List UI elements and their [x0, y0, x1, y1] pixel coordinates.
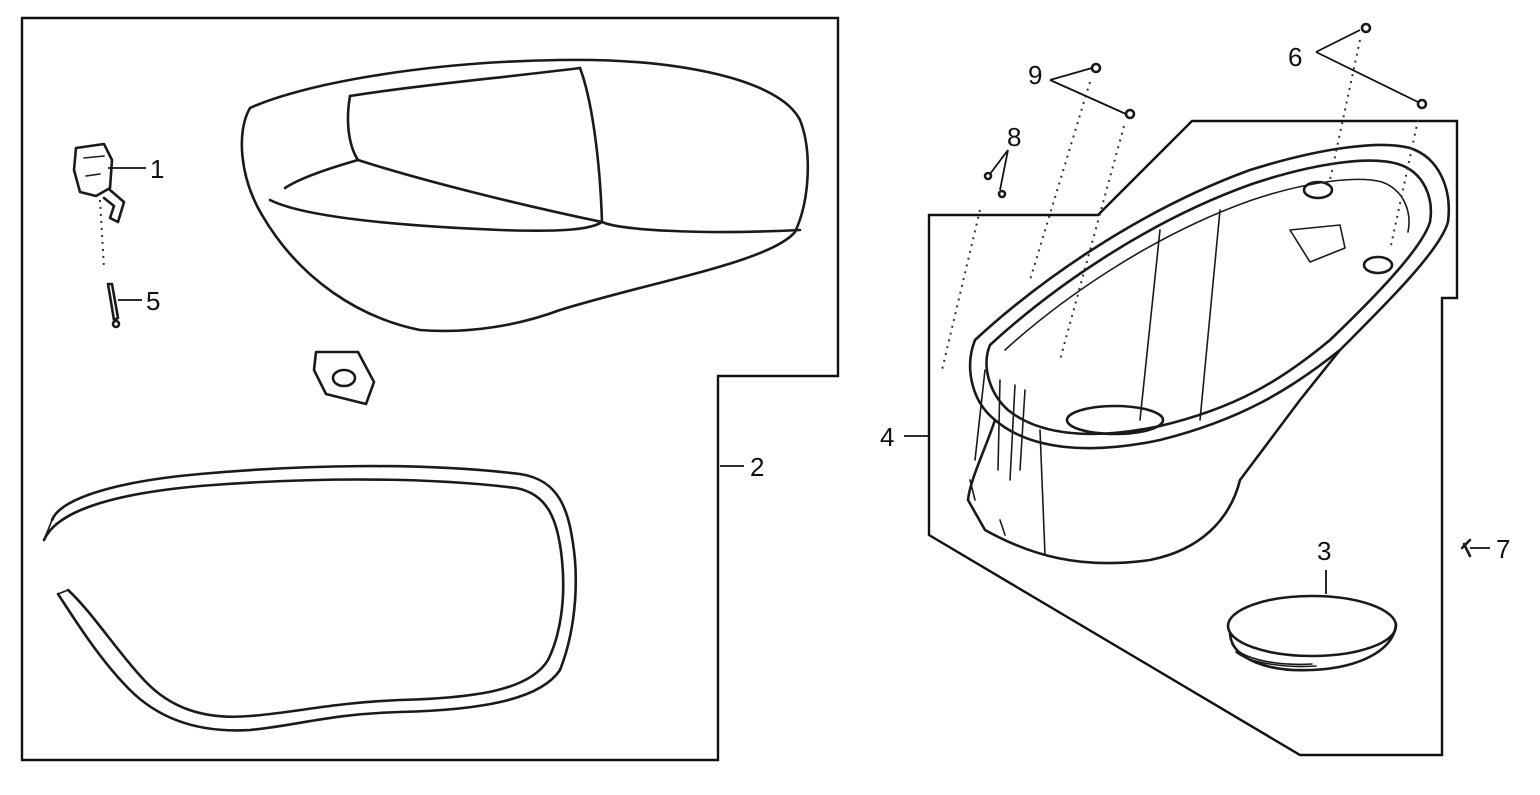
callout-2: 2 [750, 452, 764, 482]
seat-cushion [240, 58, 810, 333]
leader-6 [1315, 29, 1419, 103]
storage-box [966, 143, 1451, 565]
screw-6a [1329, 22, 1372, 181]
screw-8 [941, 149, 1009, 371]
callout-3: 3 [1317, 536, 1331, 566]
callout-9: 9 [1028, 60, 1042, 90]
right-group-frame [927, 119, 1459, 757]
callout-8: 8 [1007, 122, 1021, 152]
seat-trim-gasket [42, 464, 578, 732]
callout-1: 1 [150, 154, 164, 184]
storage-cap [1226, 594, 1398, 672]
left-group-frame [20, 16, 840, 762]
screw-9b [1059, 108, 1136, 361]
callout-4: 4 [880, 422, 894, 452]
callout-7: 7 [1496, 534, 1510, 564]
seat-pad-plate [312, 350, 376, 406]
callout-6: 6 [1288, 42, 1302, 72]
callout-5: 5 [146, 286, 160, 316]
clip-7 [1460, 538, 1472, 558]
hinge-pin [106, 282, 121, 329]
seat-lock-hook [72, 142, 126, 269]
leader-9 [1049, 67, 1127, 115]
screw-9a [1029, 62, 1102, 281]
screw-6b [1389, 98, 1428, 251]
